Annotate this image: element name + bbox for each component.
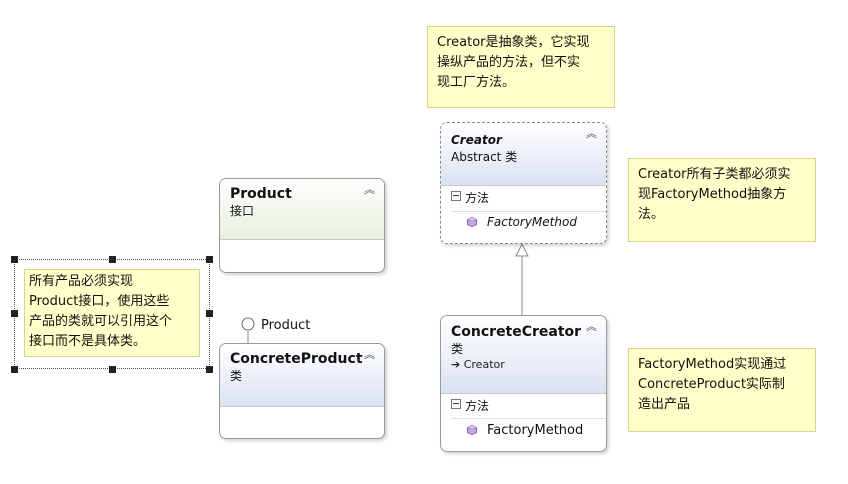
note-line: Creator所有子类都必须实 — [638, 167, 791, 182]
class-name: ConcreteCreator — [451, 324, 582, 340]
lollipop-circle — [241, 317, 255, 331]
class-name: Creator — [451, 133, 502, 147]
resize-handle-n[interactable] — [109, 256, 116, 263]
section-label: 方法 — [465, 399, 490, 413]
note-creator-abstract[interactable]: Creator是抽象类，它实现 操纵产品的方法，但不实 现工厂方法。 — [427, 26, 615, 108]
note-product-interface[interactable]: 所有产品必须实现 Product接口，使用这些 产品的类就可以引用这个 接口而不… — [24, 269, 200, 357]
note-subclass-must-implement[interactable]: Creator所有子类都必须实 现FactoryMethod抽象方 法。 — [628, 158, 816, 242]
interface-lollipop-label: Product — [261, 318, 311, 333]
resize-handle-w[interactable] — [11, 310, 18, 317]
class-kind: 接口 — [230, 204, 255, 218]
class-header[interactable]: ConcreteCreator 类 ➔ Creator ︽ — [441, 316, 606, 393]
note-line: 现FactoryMethod抽象方 — [638, 187, 787, 202]
collapse-icon[interactable]: ︽ — [364, 183, 375, 196]
class-kind: Abstract 类 — [451, 150, 518, 164]
note-line: ConcreteProduct实际制 — [638, 377, 785, 392]
note-line: 造出产品 — [638, 397, 691, 412]
collapse-icon[interactable]: ︽ — [586, 320, 597, 333]
interface-product[interactable]: Product 接口 ︽ — [219, 178, 385, 273]
inherits-row: ➔ Creator — [451, 357, 596, 373]
section-label: 方法 — [465, 191, 490, 205]
class-kind: 类 — [230, 369, 243, 383]
divider — [220, 406, 384, 407]
note-line: Product接口，使用这些 — [29, 294, 170, 309]
divider — [451, 211, 606, 212]
divider — [451, 418, 606, 419]
note-line: 现工厂方法。 — [437, 75, 516, 90]
method-name: FactoryMethod — [487, 423, 584, 438]
note-factory-method[interactable]: FactoryMethod实现通过 ConcreteProduct实际制 造出产… — [628, 348, 816, 432]
note-line: 接口而不是具体类。 — [29, 334, 147, 349]
note-line: 所有产品必须实现 — [29, 274, 134, 289]
methods-section-header[interactable]: 方法 — [441, 189, 606, 207]
class-header[interactable]: Creator Abstract 类 ︽ — [441, 123, 606, 185]
collapse-icon[interactable]: ︽ — [364, 348, 375, 361]
divider — [441, 393, 606, 394]
resize-handle-se[interactable] — [206, 366, 213, 373]
note-line: Creator是抽象类，它实现 — [437, 35, 590, 50]
class-name: Product — [230, 186, 292, 202]
note-line: 产品的类就可以引用这个 — [29, 314, 173, 329]
collapse-section-icon[interactable] — [451, 191, 461, 201]
method-item[interactable]: FactoryMethod — [441, 422, 606, 440]
note-line: 操纵产品的方法，但不实 — [437, 55, 581, 70]
class-header[interactable]: ConcreteProduct 类 ︽ — [220, 344, 384, 406]
collapse-section-icon[interactable] — [451, 399, 461, 409]
class-concrete-product[interactable]: ConcreteProduct 类 ︽ — [219, 343, 385, 439]
class-name: ConcreteProduct — [230, 351, 363, 367]
note-line: FactoryMethod实现通过 — [638, 357, 787, 372]
resize-handle-nw[interactable] — [11, 256, 18, 263]
note-line: 法。 — [638, 207, 665, 222]
method-icon — [467, 217, 477, 227]
class-header[interactable]: Product 接口 ︽ — [220, 179, 384, 239]
collapse-icon[interactable]: ︽ — [586, 127, 597, 140]
resize-handle-ne[interactable] — [206, 256, 213, 263]
divider — [220, 239, 384, 240]
class-kind: 类 — [451, 342, 464, 356]
resize-handle-e[interactable] — [206, 310, 213, 317]
inheritance-arrowhead — [515, 242, 529, 257]
class-concrete-creator[interactable]: ConcreteCreator 类 ➔ Creator ︽ 方法 Factory… — [440, 315, 607, 452]
divider — [441, 185, 606, 186]
method-icon — [467, 425, 477, 435]
inherits-arrow-icon: ➔ — [451, 358, 461, 371]
resize-handle-s[interactable] — [109, 366, 116, 373]
methods-section-header[interactable]: 方法 — [441, 397, 606, 415]
inherits-name: Creator — [463, 358, 505, 371]
class-creator[interactable]: Creator Abstract 类 ︽ 方法 FactoryMethod — [440, 122, 607, 244]
method-item[interactable]: FactoryMethod — [441, 213, 606, 231]
resize-handle-sw[interactable] — [11, 366, 18, 373]
method-name: FactoryMethod — [487, 215, 577, 229]
